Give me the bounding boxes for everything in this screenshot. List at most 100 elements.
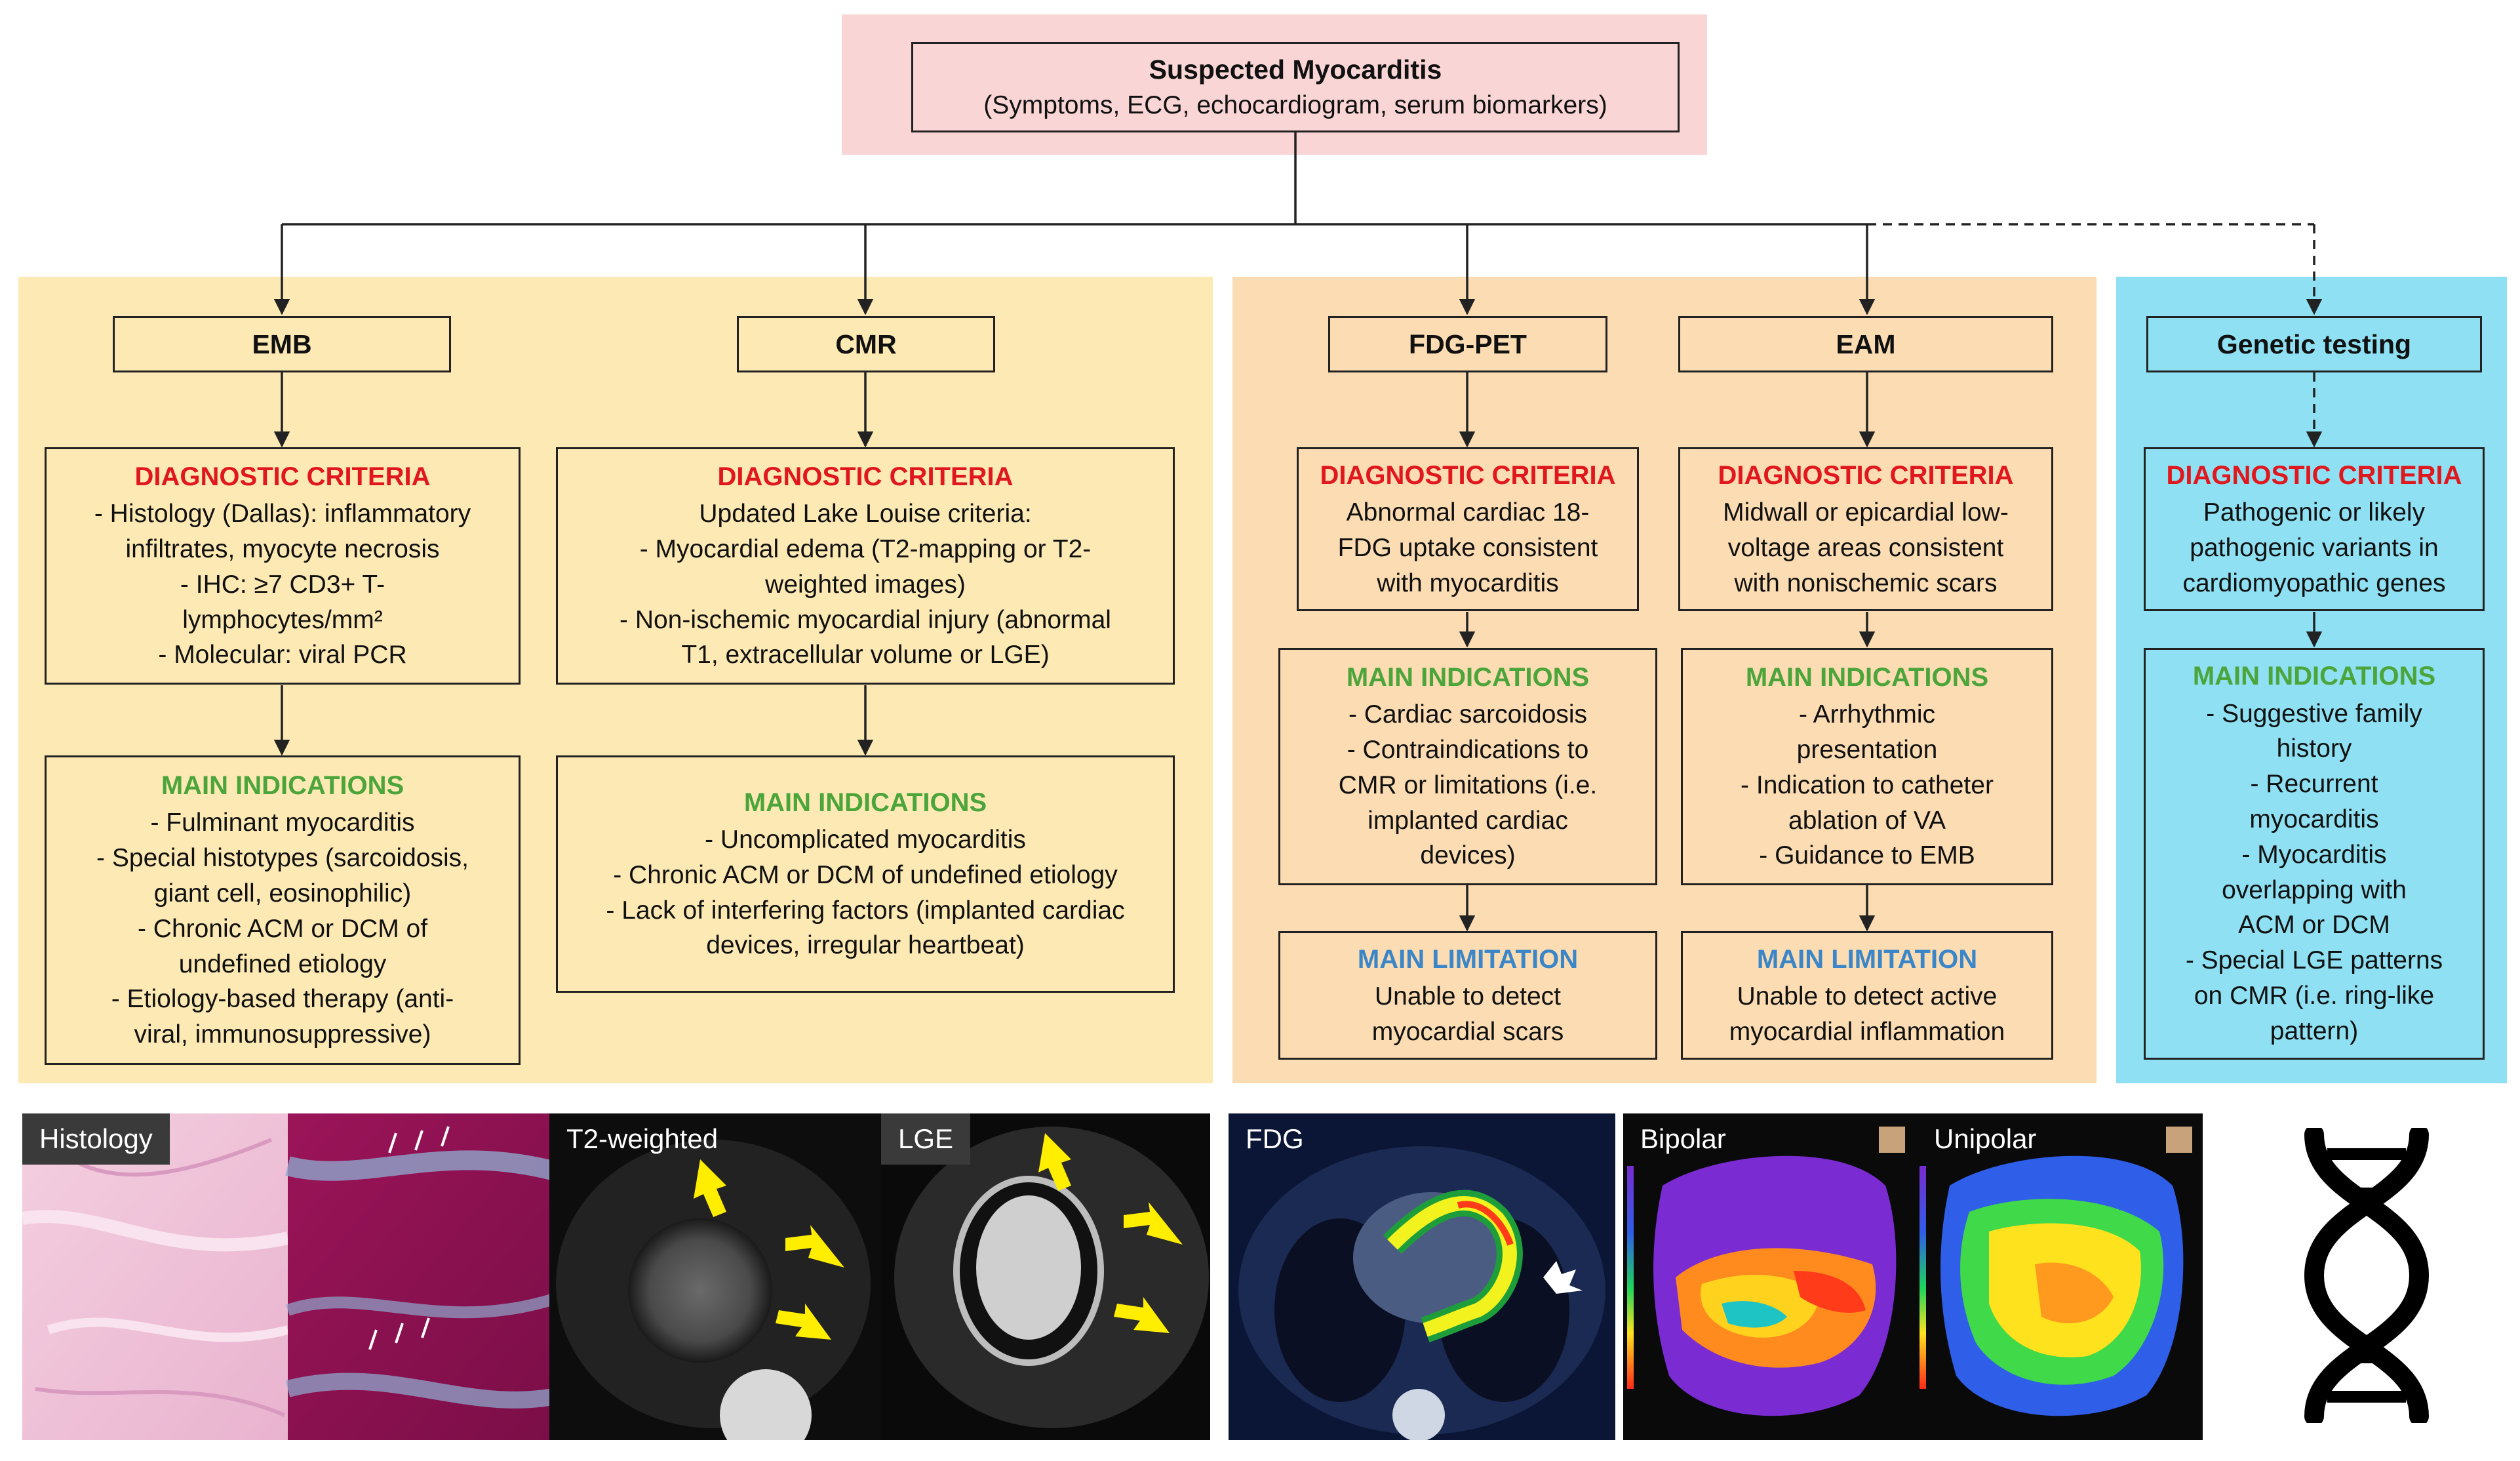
fdgpet-indication-line: implanted cardiac: [1368, 806, 1568, 835]
lge-image: LGE: [881, 1113, 1210, 1440]
genetic-criteria-line: cardiomyopathic genes: [2182, 569, 2446, 597]
fdgpet-limitation-line: Unable to detect: [1374, 982, 1562, 1011]
fdgpet-title: FDG-PET: [1409, 329, 1527, 359]
eam-criteria-box: DIAGNOSTIC CRITERIA Midwall or epicardia…: [1678, 447, 2053, 611]
genetic-indications-box: MAIN INDICATIONS - Suggestive family his…: [2144, 648, 2485, 1060]
dna-icon-svg: [2304, 1125, 2430, 1426]
cmr-criteria-header: DIAGNOSTIC CRITERIA: [717, 462, 1014, 491]
cmr-indication-line: - Lack of interfering factors (implanted…: [606, 896, 1125, 925]
genetic-indication-line: history: [2276, 734, 2352, 763]
t2-illustration: [556, 1140, 871, 1440]
genetic-title-box: Genetic testing: [2146, 316, 2482, 372]
eam-criteria-line: voltage areas consistent: [1727, 533, 2004, 562]
eam-limitation-line: myocardial inflammation: [1729, 1017, 2005, 1046]
eam-indication-line: - Arrhythmic: [1798, 700, 1936, 729]
emb-indication-line: - Fulminant myocarditis: [150, 809, 415, 837]
fdg-illustration: [1229, 1113, 1615, 1440]
cmr-criteria-line: Updated Lake Louise criteria:: [699, 500, 1032, 529]
unipolar-label: Unipolar: [1934, 1123, 2037, 1154]
eam-indications-header: MAIN INDICATIONS: [1745, 662, 1989, 692]
cmr-indications-box: MAIN INDICATIONS - Uncomplicated myocard…: [556, 755, 1175, 993]
fdgpet-criteria-line: FDG uptake consistent: [1337, 533, 1598, 562]
emb-title-box: EMB: [113, 316, 451, 372]
emb-indication-line: - Etiology-based therapy (anti-: [111, 985, 454, 1014]
genetic-indication-line: overlapping with: [2222, 875, 2407, 904]
fdgpet-indication-line: - Cardiac sarcoidosis: [1348, 700, 1588, 729]
emb-indications-box: MAIN INDICATIONS - Fulminant myocarditis…: [45, 755, 521, 1065]
fdgpet-indication-line: - Contraindications to: [1347, 735, 1589, 764]
fdgpet-limitation-line: myocardial scars: [1371, 1017, 1564, 1046]
genetic-indication-line: myocarditis: [2249, 805, 2379, 833]
fdgpet-title-box: FDG-PET: [1328, 316, 1607, 372]
emb-criteria-line: - IHC: ≥7 CD3+ T-: [180, 570, 385, 599]
fdgpet-limitation-box: MAIN LIMITATION Unable to detect myocard…: [1278, 931, 1657, 1060]
genetic-indication-line: - Suggestive family: [2206, 699, 2422, 728]
genetic-panel: [2116, 277, 2507, 1083]
emb-criteria-line: - Histology (Dallas): inflammatory: [94, 500, 471, 529]
genetic-indication-line: ACM or DCM: [2238, 911, 2390, 940]
eam-indication-line: presentation: [1796, 735, 1938, 764]
genetic-criteria-line: pathogenic variants in: [2190, 533, 2439, 562]
genetic-criteria-box: DIAGNOSTIC CRITERIA Pathogenic or likely…: [2144, 447, 2485, 611]
genetic-indication-line: pattern): [2270, 1016, 2359, 1045]
fdg-label: FDG: [1246, 1123, 1304, 1154]
unipolar-illustration: [1920, 1127, 2192, 1416]
bipolar-map-image: Bipolar: [1623, 1113, 1917, 1440]
fdgpet-criteria-header: DIAGNOSTIC CRITERIA: [1320, 460, 1616, 490]
genetic-criteria-header: DIAGNOSTIC CRITERIA: [2166, 460, 2462, 490]
genetic-indication-line: - Recurrent: [2250, 770, 2378, 799]
fdgpet-indications-box: MAIN INDICATIONS - Cardiac sarcoidosis -…: [1278, 648, 1657, 885]
cmr-indication-line: devices, irregular heartbeat): [706, 931, 1025, 960]
bipolar-label: Bipolar: [1640, 1123, 1726, 1154]
root-title: Suspected Myocarditis: [1149, 54, 1442, 85]
cmr-title: CMR: [835, 329, 897, 359]
root-box: Suspected Myocarditis (Symptoms, ECG, ec…: [911, 42, 1680, 132]
emb-indication-line: - Chronic ACM or DCM of: [137, 914, 428, 943]
eam-title: EAM: [1836, 329, 1896, 359]
eam-indication-line: ablation of VA: [1788, 806, 1946, 835]
emb-criteria-header: DIAGNOSTIC CRITERIA: [134, 462, 431, 491]
histology-image: Histology: [22, 1113, 560, 1440]
cmr-criteria-line: T1, extracellular volume or LGE): [681, 641, 1050, 670]
genetic-indications-header: MAIN INDICATIONS: [2192, 662, 2436, 691]
t2-label: T2-weighted: [566, 1123, 719, 1154]
cmr-indications-header: MAIN INDICATIONS: [743, 788, 987, 817]
lge-label: LGE: [881, 1113, 971, 1165]
eam-criteria-header: DIAGNOSTIC CRITERIA: [1718, 460, 2014, 490]
genetic-criteria-line: Pathogenic or likely: [2203, 498, 2426, 527]
emb-indications-header: MAIN INDICATIONS: [161, 771, 404, 801]
lge-illustration: [894, 1127, 1209, 1428]
t2-weighted-image: T2-weighted: [549, 1113, 881, 1440]
fdgpet-indication-line: devices): [1420, 841, 1516, 870]
genetic-indication-line: on CMR (i.e. ring-like: [2194, 982, 2435, 1011]
emb-indication-line: undefined etiology: [178, 950, 387, 978]
fdgpet-indications-header: MAIN INDICATIONS: [1346, 662, 1590, 692]
histology-illustration: [22, 1113, 560, 1440]
eam-indication-line: - Guidance to EMB: [1759, 841, 1975, 870]
cmr-criteria-line: - Myocardial edema (T2-mapping or T2-: [639, 534, 1092, 563]
fdgpet-criteria-line: with myocarditis: [1377, 569, 1559, 597]
unipolar-map-image: Unipolar: [1917, 1113, 2203, 1440]
cmr-criteria-line: - Non-ischemic myocardial injury (abnorm…: [620, 605, 1111, 634]
histology-label: Histology: [22, 1113, 170, 1165]
cmr-criteria-line: weighted images): [765, 570, 966, 599]
fdgpet-indication-line: CMR or limitations (i.e.: [1338, 771, 1598, 799]
fdg-image: FDG: [1229, 1113, 1615, 1440]
emb-criteria-box: DIAGNOSTIC CRITERIA - Histology (Dallas)…: [45, 447, 521, 685]
genetic-indication-line: - Myocarditis: [2241, 840, 2387, 869]
eam-criteria-line: with nonischemic scars: [1734, 569, 1998, 597]
emb-criteria-line: infiltrates, myocyte necrosis: [125, 534, 440, 563]
cmr-title-box: CMR: [737, 316, 995, 372]
eam-limitation-header: MAIN LIMITATION: [1756, 944, 1978, 974]
fdg-eam-panel: [1232, 277, 2097, 1083]
genetic-indication-line: - Special LGE patterns: [2185, 946, 2443, 975]
eam-limitation-line: Unable to detect active: [1737, 982, 1998, 1011]
root-subtitle: (Symptoms, ECG, echocardiogram, serum bi…: [983, 91, 1607, 120]
eam-indications-box: MAIN INDICATIONS - Arrhythmic presentati…: [1681, 648, 2053, 885]
bipolar-illustration: [1627, 1127, 1905, 1416]
emb-indication-line: - Special histotypes (sarcoidosis,: [96, 844, 469, 873]
cmr-criteria-box: DIAGNOSTIC CRITERIA Updated Lake Louise …: [556, 447, 1175, 685]
emb-title: EMB: [252, 329, 312, 359]
eam-indication-line: - Indication to catheter: [1741, 771, 1994, 799]
